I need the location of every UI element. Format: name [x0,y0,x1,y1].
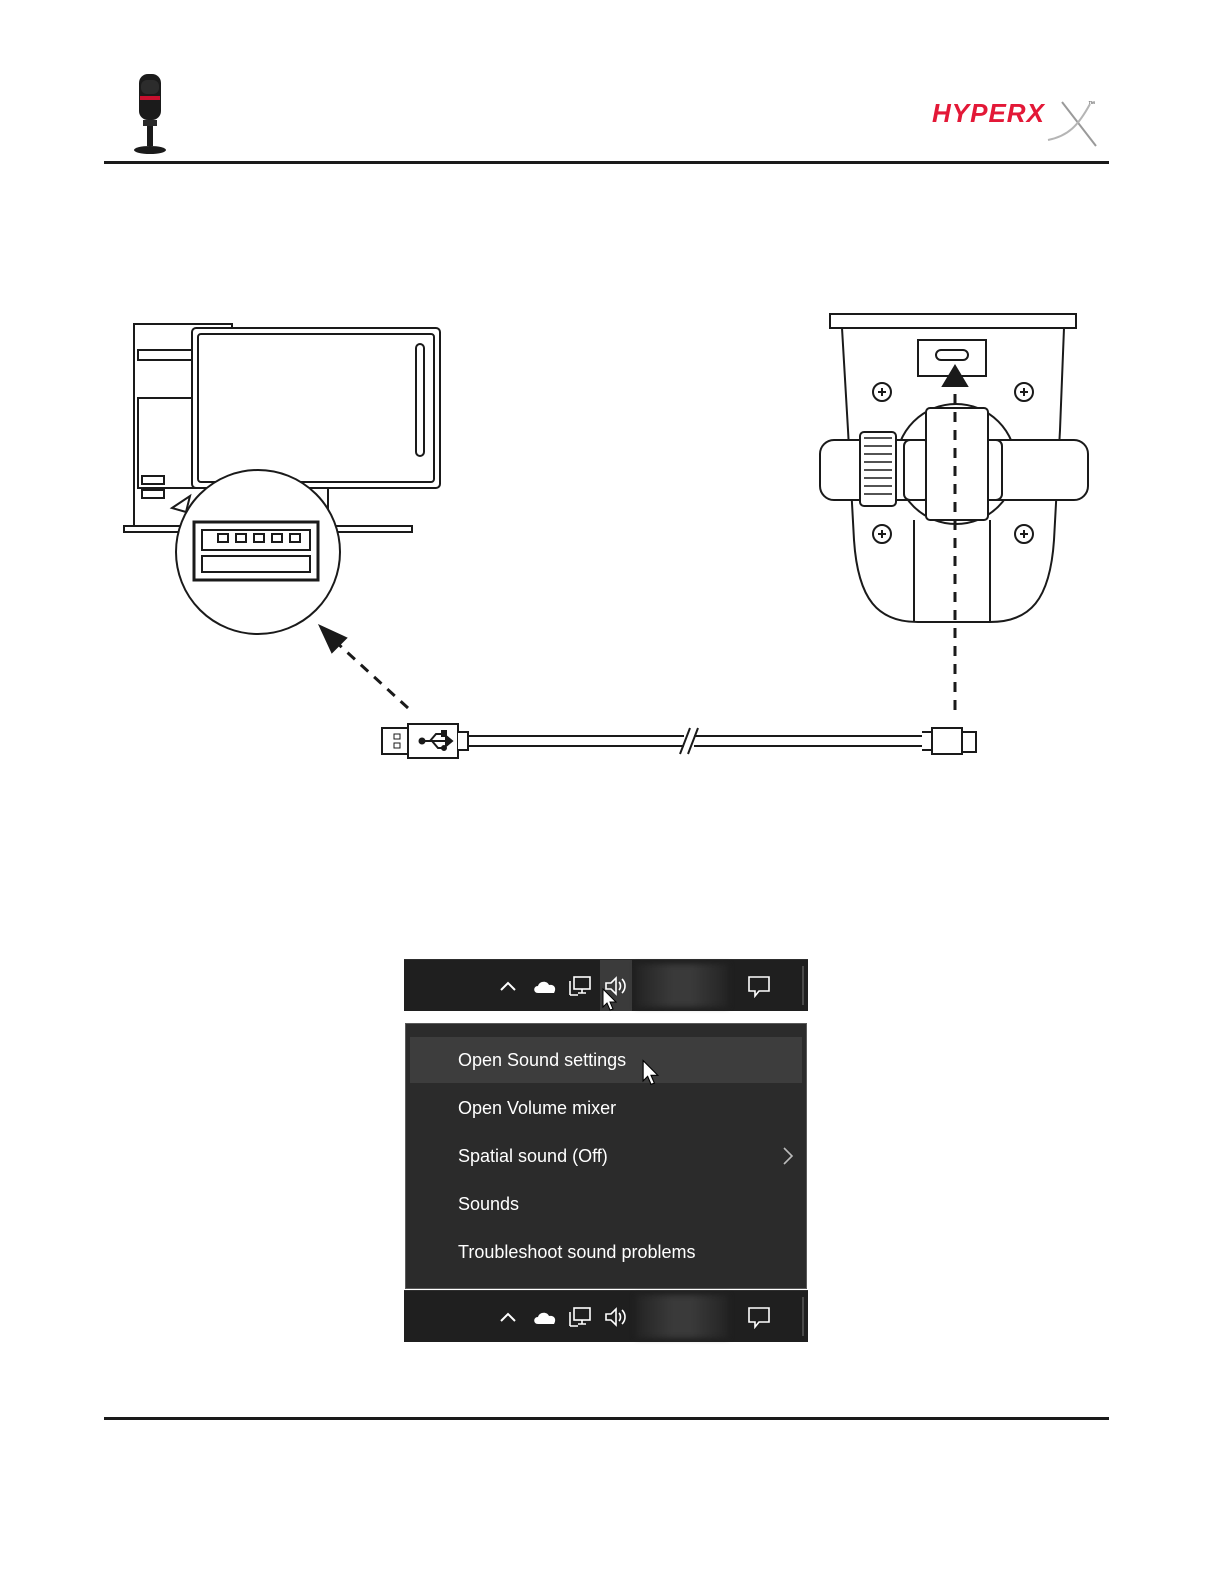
menu-item-sounds[interactable]: Sounds [410,1181,802,1227]
blurred-clock [636,1295,728,1338]
taskbar-divider [802,1297,804,1336]
menu-item-label: Troubleshoot sound problems [458,1242,695,1262]
chevron-up-icon[interactable] [496,960,520,1011]
usb-connection-diagram [110,300,1110,780]
notification-icon[interactable] [744,1291,774,1342]
chevron-up-icon[interactable] [496,1291,520,1342]
cloud-icon[interactable] [530,960,560,1011]
notification-icon[interactable] [744,960,774,1011]
network-icon[interactable] [566,960,594,1011]
speaker-icon[interactable] [600,1291,632,1342]
usb-cable [382,724,976,758]
taskbar-tray-bottom [404,1290,808,1342]
hyperx-logo-text: HYPERX [932,98,1046,128]
mouse-cursor-icon [602,988,618,1012]
blurred-clock [636,964,728,1007]
trademark-symbol: ™ [1088,101,1095,108]
menu-item-open-volume-mixer[interactable]: Open Volume mixer [410,1085,802,1131]
header-rule [104,161,1109,164]
footer-rule [104,1417,1109,1420]
taskbar-tray-top [404,959,808,1011]
menu-item-label: Open Volume mixer [458,1098,616,1118]
taskbar-divider [802,966,804,1005]
hyperx-logo: HYPERX ™ [928,96,1104,152]
menu-item-spatial-sound[interactable]: Spatial sound (Off) [410,1133,802,1179]
microphone-icon [126,72,174,156]
mouse-cursor-icon [642,1059,660,1087]
network-icon[interactable] [566,1291,594,1342]
menu-item-troubleshoot[interactable]: Troubleshoot sound problems [410,1229,802,1275]
chevron-right-icon [782,1133,794,1179]
menu-item-label: Open Sound settings [458,1050,626,1070]
menu-item-label: Spatial sound (Off) [458,1146,608,1166]
cloud-icon[interactable] [530,1291,560,1342]
sound-context-menu: Open Sound settings Open Volume mixer Sp… [405,1023,807,1289]
menu-item-open-sound-settings[interactable]: Open Sound settings [410,1037,802,1083]
menu-item-label: Sounds [458,1194,519,1214]
